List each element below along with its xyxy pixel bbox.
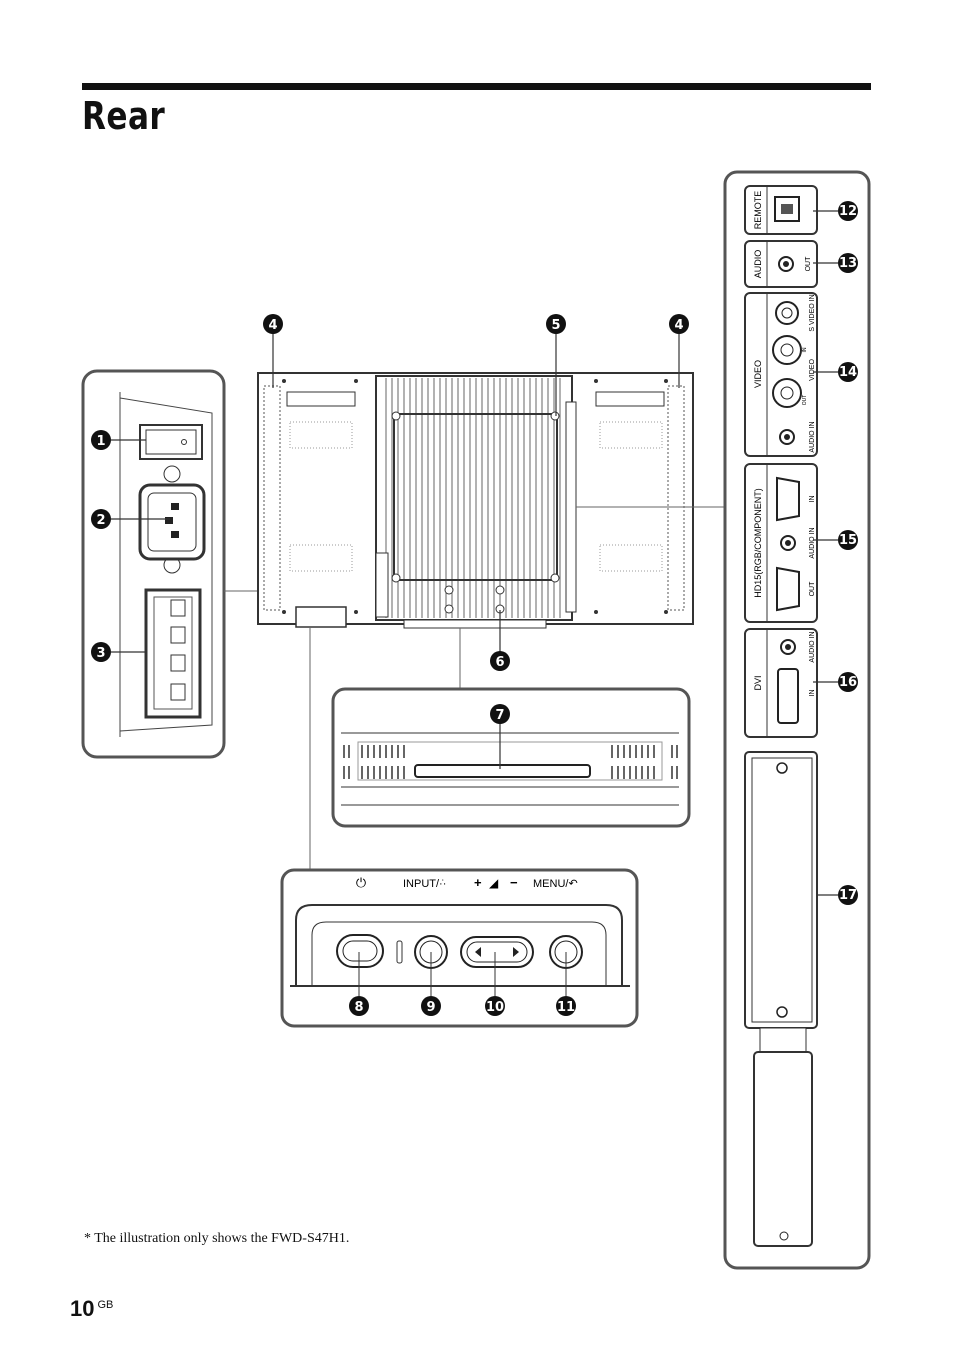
svg-text:5: 5 xyxy=(551,318,560,333)
hd15-in-label: IN xyxy=(809,496,816,503)
callout-11: 11 xyxy=(556,996,576,1016)
callout-13: 13 xyxy=(838,253,858,273)
svg-text:8: 8 xyxy=(354,1000,363,1015)
video-audio-in-label: AUDIO IN xyxy=(809,421,816,452)
remote-label: REMOTE xyxy=(753,191,763,230)
page-language: GB xyxy=(97,1299,114,1311)
connector-panel: REMOTE AUDIO OUT VIDEO S VIDEO IN IN VID… xyxy=(723,170,871,1270)
svg-text:3: 3 xyxy=(96,646,105,661)
controls-inset: ⏻ INPUT/·̇· + ◢ − MENU/↶ xyxy=(280,868,639,1028)
vent-inset xyxy=(331,687,691,828)
minus-label: − xyxy=(510,875,518,890)
callout-10: 10 xyxy=(485,996,505,1016)
callout-1: 1 xyxy=(91,430,111,450)
monitor-rear xyxy=(257,372,726,870)
svg-text:13: 13 xyxy=(839,256,857,271)
svg-text:1: 1 xyxy=(96,434,105,449)
audio-label: AUDIO xyxy=(753,250,763,279)
dvi-label: DVI xyxy=(753,675,763,690)
svg-text:4: 4 xyxy=(268,318,277,333)
hd15-label: HD15(RGB/COMPONENT) xyxy=(753,488,763,598)
plus-label: + xyxy=(474,875,482,890)
callout-9: 9 xyxy=(421,996,441,1016)
svg-text:16: 16 xyxy=(839,675,857,690)
input-label: INPUT/·̇· xyxy=(403,878,446,890)
audio-out-label: OUT xyxy=(805,256,812,272)
footnote: * The illustration only shows the FWD-S4… xyxy=(84,1231,350,1246)
svg-text:14: 14 xyxy=(839,365,857,380)
callout-6: 6 xyxy=(490,651,510,671)
title-rule xyxy=(82,83,871,90)
callout-markers: 1 2 3 4 5 4 6 7 8 9 10 11 12 13 14 15 16… xyxy=(91,201,858,1016)
callout-8: 8 xyxy=(349,996,369,1016)
hd15-out-label: OUT xyxy=(809,581,816,597)
volume-label: ◢ xyxy=(489,876,499,890)
s-video-in-label: S VIDEO IN xyxy=(809,294,816,331)
svg-text:9: 9 xyxy=(426,1000,435,1015)
hd15-audio-in-label: AUDIO IN xyxy=(809,527,816,558)
svg-text:7: 7 xyxy=(495,708,504,723)
svg-text:12: 12 xyxy=(839,204,857,219)
svg-text:2: 2 xyxy=(96,513,105,528)
page-number-value: 10 xyxy=(70,1296,95,1321)
svg-text:11: 11 xyxy=(557,1000,575,1015)
callout-12: 12 xyxy=(838,201,858,221)
callout-7: 7 xyxy=(490,704,510,724)
svg-text:4: 4 xyxy=(674,318,683,333)
callout-5: 5 xyxy=(546,314,566,334)
svg-text:10: 10 xyxy=(486,1000,504,1015)
svg-text:6: 6 xyxy=(495,655,504,670)
page-title: Rear xyxy=(82,94,166,138)
callout-16: 16 xyxy=(838,672,858,692)
menu-label: MENU/↶ xyxy=(533,878,578,890)
callout-4-right: 4 xyxy=(669,314,689,334)
callout-14: 14 xyxy=(838,362,858,382)
video-out-label: OUT xyxy=(802,395,808,406)
callout-3: 3 xyxy=(91,642,111,662)
dvi-in-label: IN xyxy=(809,690,816,697)
video-sub-label: VIDEO xyxy=(809,359,816,381)
svg-text:17: 17 xyxy=(839,888,857,903)
callout-2: 2 xyxy=(91,509,111,529)
power-inset xyxy=(81,369,258,759)
svg-text:15: 15 xyxy=(839,533,857,548)
callout-17: 17 xyxy=(838,885,858,905)
leader-lines xyxy=(111,210,838,896)
dvi-audio-in-label: AUDIO IN xyxy=(809,631,816,662)
callout-4-left: 4 xyxy=(263,314,283,334)
video-in-label: IN xyxy=(802,347,808,352)
video-label: VIDEO xyxy=(753,360,763,388)
callout-15: 15 xyxy=(838,530,858,550)
power-symbol-label: ⏻ xyxy=(356,875,366,890)
